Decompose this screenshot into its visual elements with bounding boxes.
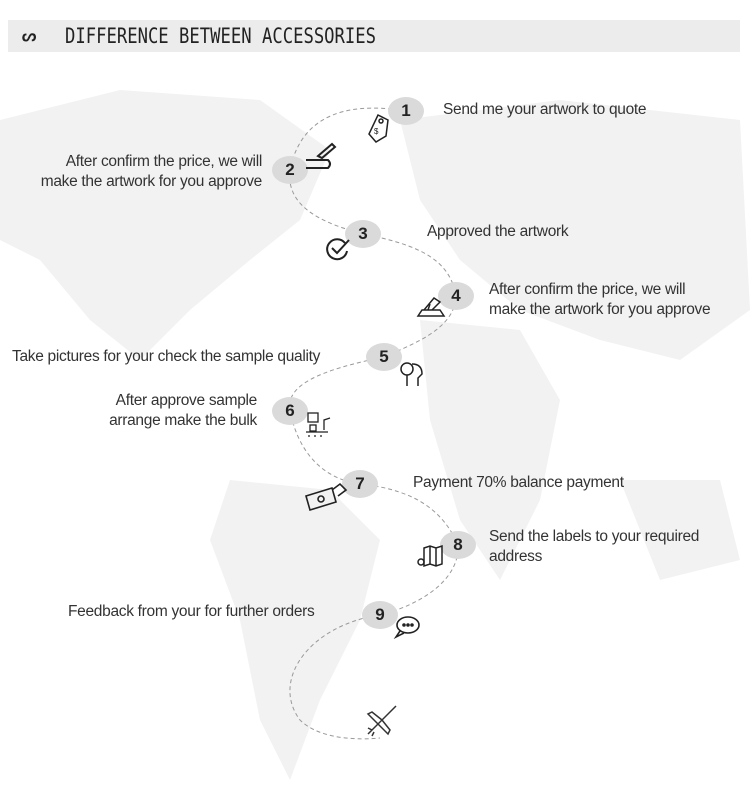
section-header: ᔕ DIFFERENCE BETWEEN ACCESSORIES xyxy=(8,20,740,52)
map-location-icon xyxy=(417,544,443,568)
production-line-icon xyxy=(306,412,331,437)
step-number-9: 9 xyxy=(362,601,398,629)
step-9-line-1: Feedback from your for further orders xyxy=(68,603,315,620)
inspection-magnifier-icon xyxy=(400,362,423,386)
stumbleupon-icon: ᔕ xyxy=(22,28,37,45)
step-number-4: 4 xyxy=(438,282,474,310)
section-title: DIFFERENCE BETWEEN ACCESSORIES xyxy=(65,24,377,48)
sewing-machine-icon xyxy=(416,297,446,317)
pen-signature-icon xyxy=(306,142,337,169)
step-number-8: 8 xyxy=(440,531,476,559)
step-5-line-1: Take pictures for your check the sample … xyxy=(12,348,321,365)
step-8-line-2: address xyxy=(489,548,543,565)
step-number-6: 6 xyxy=(272,397,308,425)
step-4-line-1: After confirm the price, we will xyxy=(489,281,686,298)
step-number-7: 7 xyxy=(342,470,378,498)
price-tag-icon: $ xyxy=(368,113,389,143)
step-6-line-2: arrange make the bulk xyxy=(109,412,257,429)
step-number-5: 5 xyxy=(366,343,402,371)
step-2-text: After confirm the price, we will make the… xyxy=(40,152,263,192)
step-1-text: Send me your artwork to quote xyxy=(443,100,647,120)
step-7-line-1: Payment 70% balance payment xyxy=(413,474,624,491)
airplane-icon xyxy=(366,705,397,737)
chat-bubbles-icon xyxy=(393,616,420,639)
step-number-2: 2 xyxy=(272,156,308,184)
step-8-text: Send the labels to your required address xyxy=(489,527,699,567)
step-1-line-1: Send me your artwork to quote xyxy=(443,101,647,118)
step-4-text: After confirm the price, we will make the… xyxy=(489,280,711,320)
svg-text:$: $ xyxy=(374,127,379,136)
step-6-text: After approve sample arrange make the bul… xyxy=(109,391,257,431)
step-7-text: Payment 70% balance payment xyxy=(413,473,624,493)
step-9-text: Feedback from your for further orders xyxy=(68,602,315,622)
step-4-line-2: make the artwork for you approve xyxy=(489,301,711,318)
step-3-text: Approved the artwork xyxy=(427,222,569,242)
step-5-text: Take pictures for your check the sample … xyxy=(12,347,320,367)
step-2-line-2: make the artwork for you approve xyxy=(40,173,263,190)
step-number-1: 1 xyxy=(388,97,424,125)
step-3-line-1: Approved the artwork xyxy=(427,223,569,240)
step-8-line-1: Send the labels to your required xyxy=(489,528,700,545)
step-number-3: 3 xyxy=(345,220,381,248)
money-payment-icon xyxy=(305,482,348,512)
step-6-line-1: After approve sample xyxy=(115,392,258,409)
step-2-line-1: After confirm the price, we will xyxy=(65,153,263,170)
check-circle-icon xyxy=(326,238,350,261)
world-map-background xyxy=(0,90,750,780)
